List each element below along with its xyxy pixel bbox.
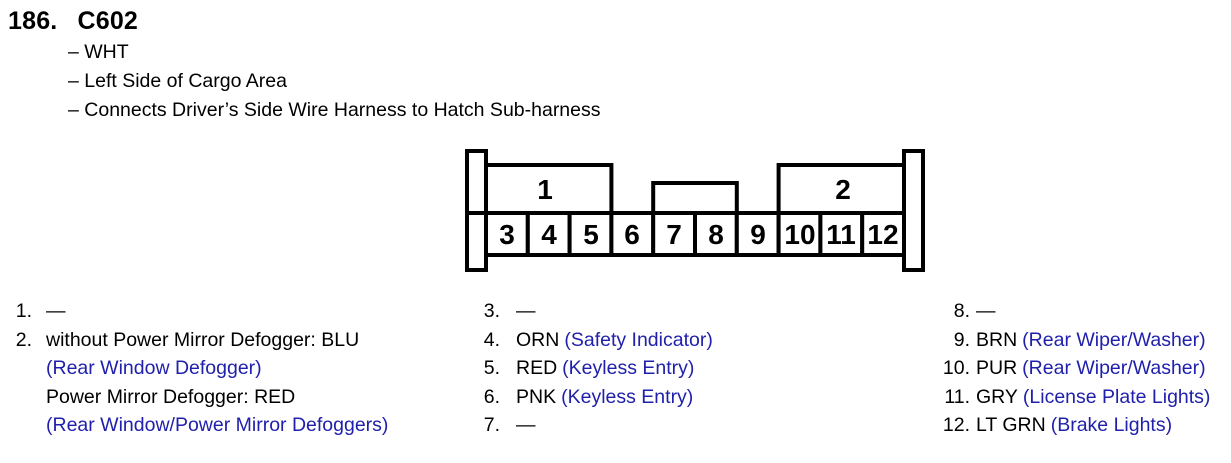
pin-number: 8. (953, 300, 970, 322)
pin-row-5: 5. RED (Keyless Entry) (470, 354, 713, 383)
pin-function: (Keyless Entry) (561, 385, 694, 408)
pin-12-label: 12 (867, 219, 898, 250)
pin-10-label: 10 (784, 219, 815, 250)
pin-wire-color: Power Mirror Defogger: RED (46, 385, 296, 408)
pin-number: 11. (944, 385, 970, 408)
pin-wire-color: without Power Mirror Defogger: BLU (46, 328, 360, 351)
left-tab (465, 149, 488, 272)
cavity-blank (651, 181, 739, 215)
pin-row-11: 11. GRY (License Plate Lights) (935, 383, 1210, 412)
connector-details: – WHT – Left Side of Cargo Area – Connec… (68, 38, 601, 125)
pin-function: (Rear Wiper/Washer) (1022, 357, 1206, 379)
pin-row-10: 10. PUR (Rear Wiper/Washer) (935, 354, 1210, 383)
pin-legend-column-3: 8. — 9. BRN (Rear Wiper/Washer) 10. PUR … (935, 297, 1211, 440)
pin-legend-column-2: 3. — 4. ORN (Safety Indicator) 5. RED (K… (470, 297, 713, 440)
pin-5-label: 5 (583, 219, 599, 250)
pin-3-label: 3 (499, 219, 515, 250)
pin-number: 7. (483, 414, 500, 436)
pin-row-7: 7. — (470, 411, 713, 440)
pin-wire-color: — (46, 300, 66, 322)
pin-number: 12. (942, 414, 970, 436)
pin-function: (Rear Window/Power Mirror Defoggers) (46, 414, 389, 436)
cavity-2 (776, 163, 907, 215)
cavity-2-label: 2 (835, 174, 851, 205)
pin-wire-color: PUR (976, 357, 1018, 379)
connector-drawing: 1 2 3 4 5 6 7 8 9 10 11 12 (465, 149, 925, 272)
pin-wire-color: — (516, 300, 536, 322)
pin-row-9: 9. BRN (Rear Wiper/Washer) (935, 326, 1210, 355)
pin-wire-color: — (516, 414, 536, 436)
pin-number: 6. (483, 385, 500, 408)
pin-wire-color: GRY (976, 385, 1018, 408)
pin-8-label: 8 (708, 219, 724, 250)
pin-function: (Brake Lights) (1050, 414, 1173, 436)
pin-wire-color: LT GRN (976, 414, 1046, 436)
pin-row-4: 4. ORN (Safety Indicator) (470, 326, 713, 355)
pin-row-1: 1. — (0, 297, 388, 326)
pin-4-label: 4 (541, 219, 557, 250)
detail-connection: – Connects Driver’s Side Wire Harness to… (68, 99, 601, 121)
pin-11-label: 11 (826, 219, 856, 250)
detail-color: – WHT (68, 41, 129, 63)
pin-number: 9. (953, 328, 970, 351)
pin-cell-12 (860, 211, 907, 257)
pin-wire-color: ORN (516, 328, 560, 351)
right-tab (902, 149, 925, 272)
connector-pinout-diagram: 1 2 3 4 5 6 7 8 9 10 11 12 (464, 147, 926, 274)
pin-7-label: 7 (666, 219, 682, 250)
pin-row-6: 6. PNK (Keyless Entry) (470, 383, 713, 412)
pin-cell-11 (818, 211, 865, 257)
pin-number: 4. (483, 328, 500, 351)
page-title: 186. C602 (8, 6, 138, 36)
pin-row-8: 8. — (935, 297, 1210, 326)
pin-function: (Keyless Entry) (562, 357, 695, 379)
pin-number: 1. (15, 300, 32, 322)
pin-description-block: without Power Mirror Defogger: BLU (Rear… (46, 326, 388, 440)
pin-function: (Rear Wiper/Washer) (1022, 328, 1206, 351)
pin-wire-color: — (976, 300, 996, 322)
section-number: 186. (8, 7, 58, 35)
pin-function: (Safety Indicator) (564, 328, 713, 351)
pin-wire-color: RED (516, 357, 558, 379)
pin-wire-color: PNK (516, 385, 557, 408)
pin-function: (Rear Window Defogger) (46, 357, 262, 379)
pin-row-2: 2. without Power Mirror Defogger: BLU (R… (0, 326, 389, 440)
pin-number: 3. (483, 300, 500, 322)
pin-function: (License Plate Lights) (1022, 385, 1211, 408)
pin-9-label: 9 (750, 219, 766, 250)
detail-location: – Left Side of Cargo Area (68, 70, 287, 92)
connector-id: C602 (77, 7, 139, 35)
pin-row-3: 3. — (470, 297, 713, 326)
pin-6-label: 6 (624, 219, 640, 250)
pin-number: 2. (15, 328, 32, 351)
pin-row-12: 12. LT GRN (Brake Lights) (935, 411, 1210, 440)
pin-number: 5. (483, 357, 500, 379)
pin-wire-color: BRN (976, 328, 1018, 351)
cavity-1-label: 1 (537, 174, 553, 205)
pin-number: 10. (942, 357, 970, 379)
pin-legend-column-1: 1. — 2. without Power Mirror Defogger: B… (0, 297, 389, 440)
